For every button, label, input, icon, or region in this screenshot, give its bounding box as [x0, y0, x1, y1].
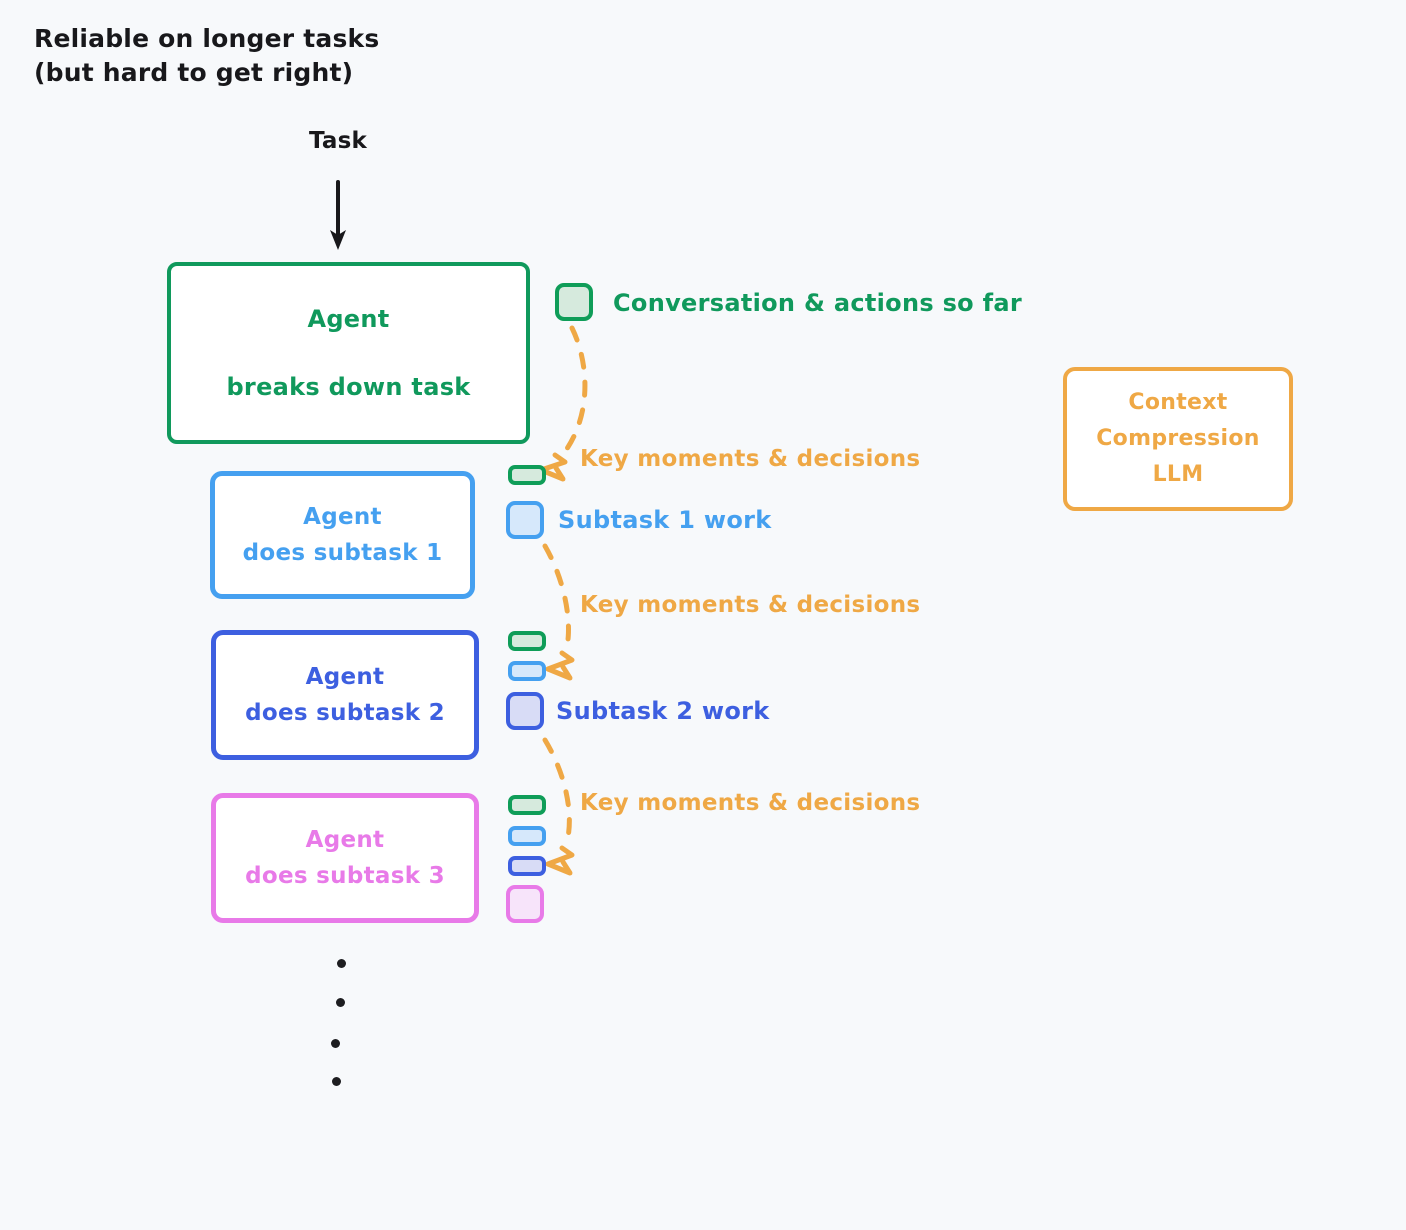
context-chip-compressed-green-1 — [508, 465, 546, 485]
node-agent-breaks-down-task[interactable]: Agent breaks down task — [167, 262, 530, 444]
label-key-moments-3: Key moments & decisions — [580, 790, 921, 816]
node-agent-main-line1: Agent — [307, 305, 390, 333]
node-subtask2-line1: Agent — [305, 664, 385, 690]
node-ccllm-line1: Context — [1128, 390, 1228, 415]
context-chip-subtask1-work — [506, 501, 544, 539]
node-ccllm-line3: LLM — [1152, 462, 1204, 487]
node-subtask3-line2: does subtask 3 — [245, 863, 445, 889]
task-arrow-icon — [330, 180, 346, 250]
task-input-label: Task — [308, 128, 368, 154]
compression-arrow-2 — [542, 543, 575, 681]
compression-arrow-3 — [542, 737, 575, 876]
label-conversation-and-actions: Conversation & actions so far — [613, 289, 1022, 317]
context-chip-subtask3-work — [506, 885, 544, 923]
context-chip-compressed-indigo-3 — [508, 856, 546, 876]
node-subtask1-line2: does subtask 1 — [242, 540, 443, 566]
node-agent-main-line2: breaks down task — [226, 373, 471, 401]
page-title: Reliable on longer tasks (but hard to ge… — [34, 24, 380, 87]
node-agent-subtask-2[interactable]: Agent does subtask 2 — [211, 630, 479, 760]
continuation-dot — [337, 959, 346, 968]
label-subtask2-work: Subtask 2 work — [556, 697, 770, 725]
context-chip-subtask2-work — [506, 692, 544, 730]
context-chip-compressed-green-2 — [508, 631, 546, 651]
node-subtask3-line1: Agent — [305, 827, 385, 853]
context-chip-compressed-blue-3 — [508, 826, 546, 846]
continuation-dot — [331, 1039, 340, 1048]
continuation-dot — [332, 1077, 341, 1086]
context-chip-conversation-green — [555, 283, 593, 321]
label-key-moments-1: Key moments & decisions — [580, 446, 921, 472]
node-context-compression-llm[interactable]: Context Compression LLM — [1063, 367, 1293, 511]
context-chip-compressed-green-3 — [508, 795, 546, 815]
compression-arrow-1 — [538, 325, 588, 482]
node-subtask2-line2: does subtask 2 — [245, 700, 445, 726]
label-key-moments-2: Key moments & decisions — [580, 592, 921, 618]
node-agent-subtask-1[interactable]: Agent does subtask 1 — [210, 471, 475, 599]
context-chip-compressed-blue-2 — [508, 661, 546, 681]
node-agent-subtask-3[interactable]: Agent does subtask 3 — [211, 793, 479, 923]
label-subtask1-work: Subtask 1 work — [558, 506, 772, 534]
continuation-dot — [336, 998, 345, 1007]
node-subtask1-line1: Agent — [303, 504, 382, 530]
node-ccllm-line2: Compression — [1096, 426, 1260, 451]
